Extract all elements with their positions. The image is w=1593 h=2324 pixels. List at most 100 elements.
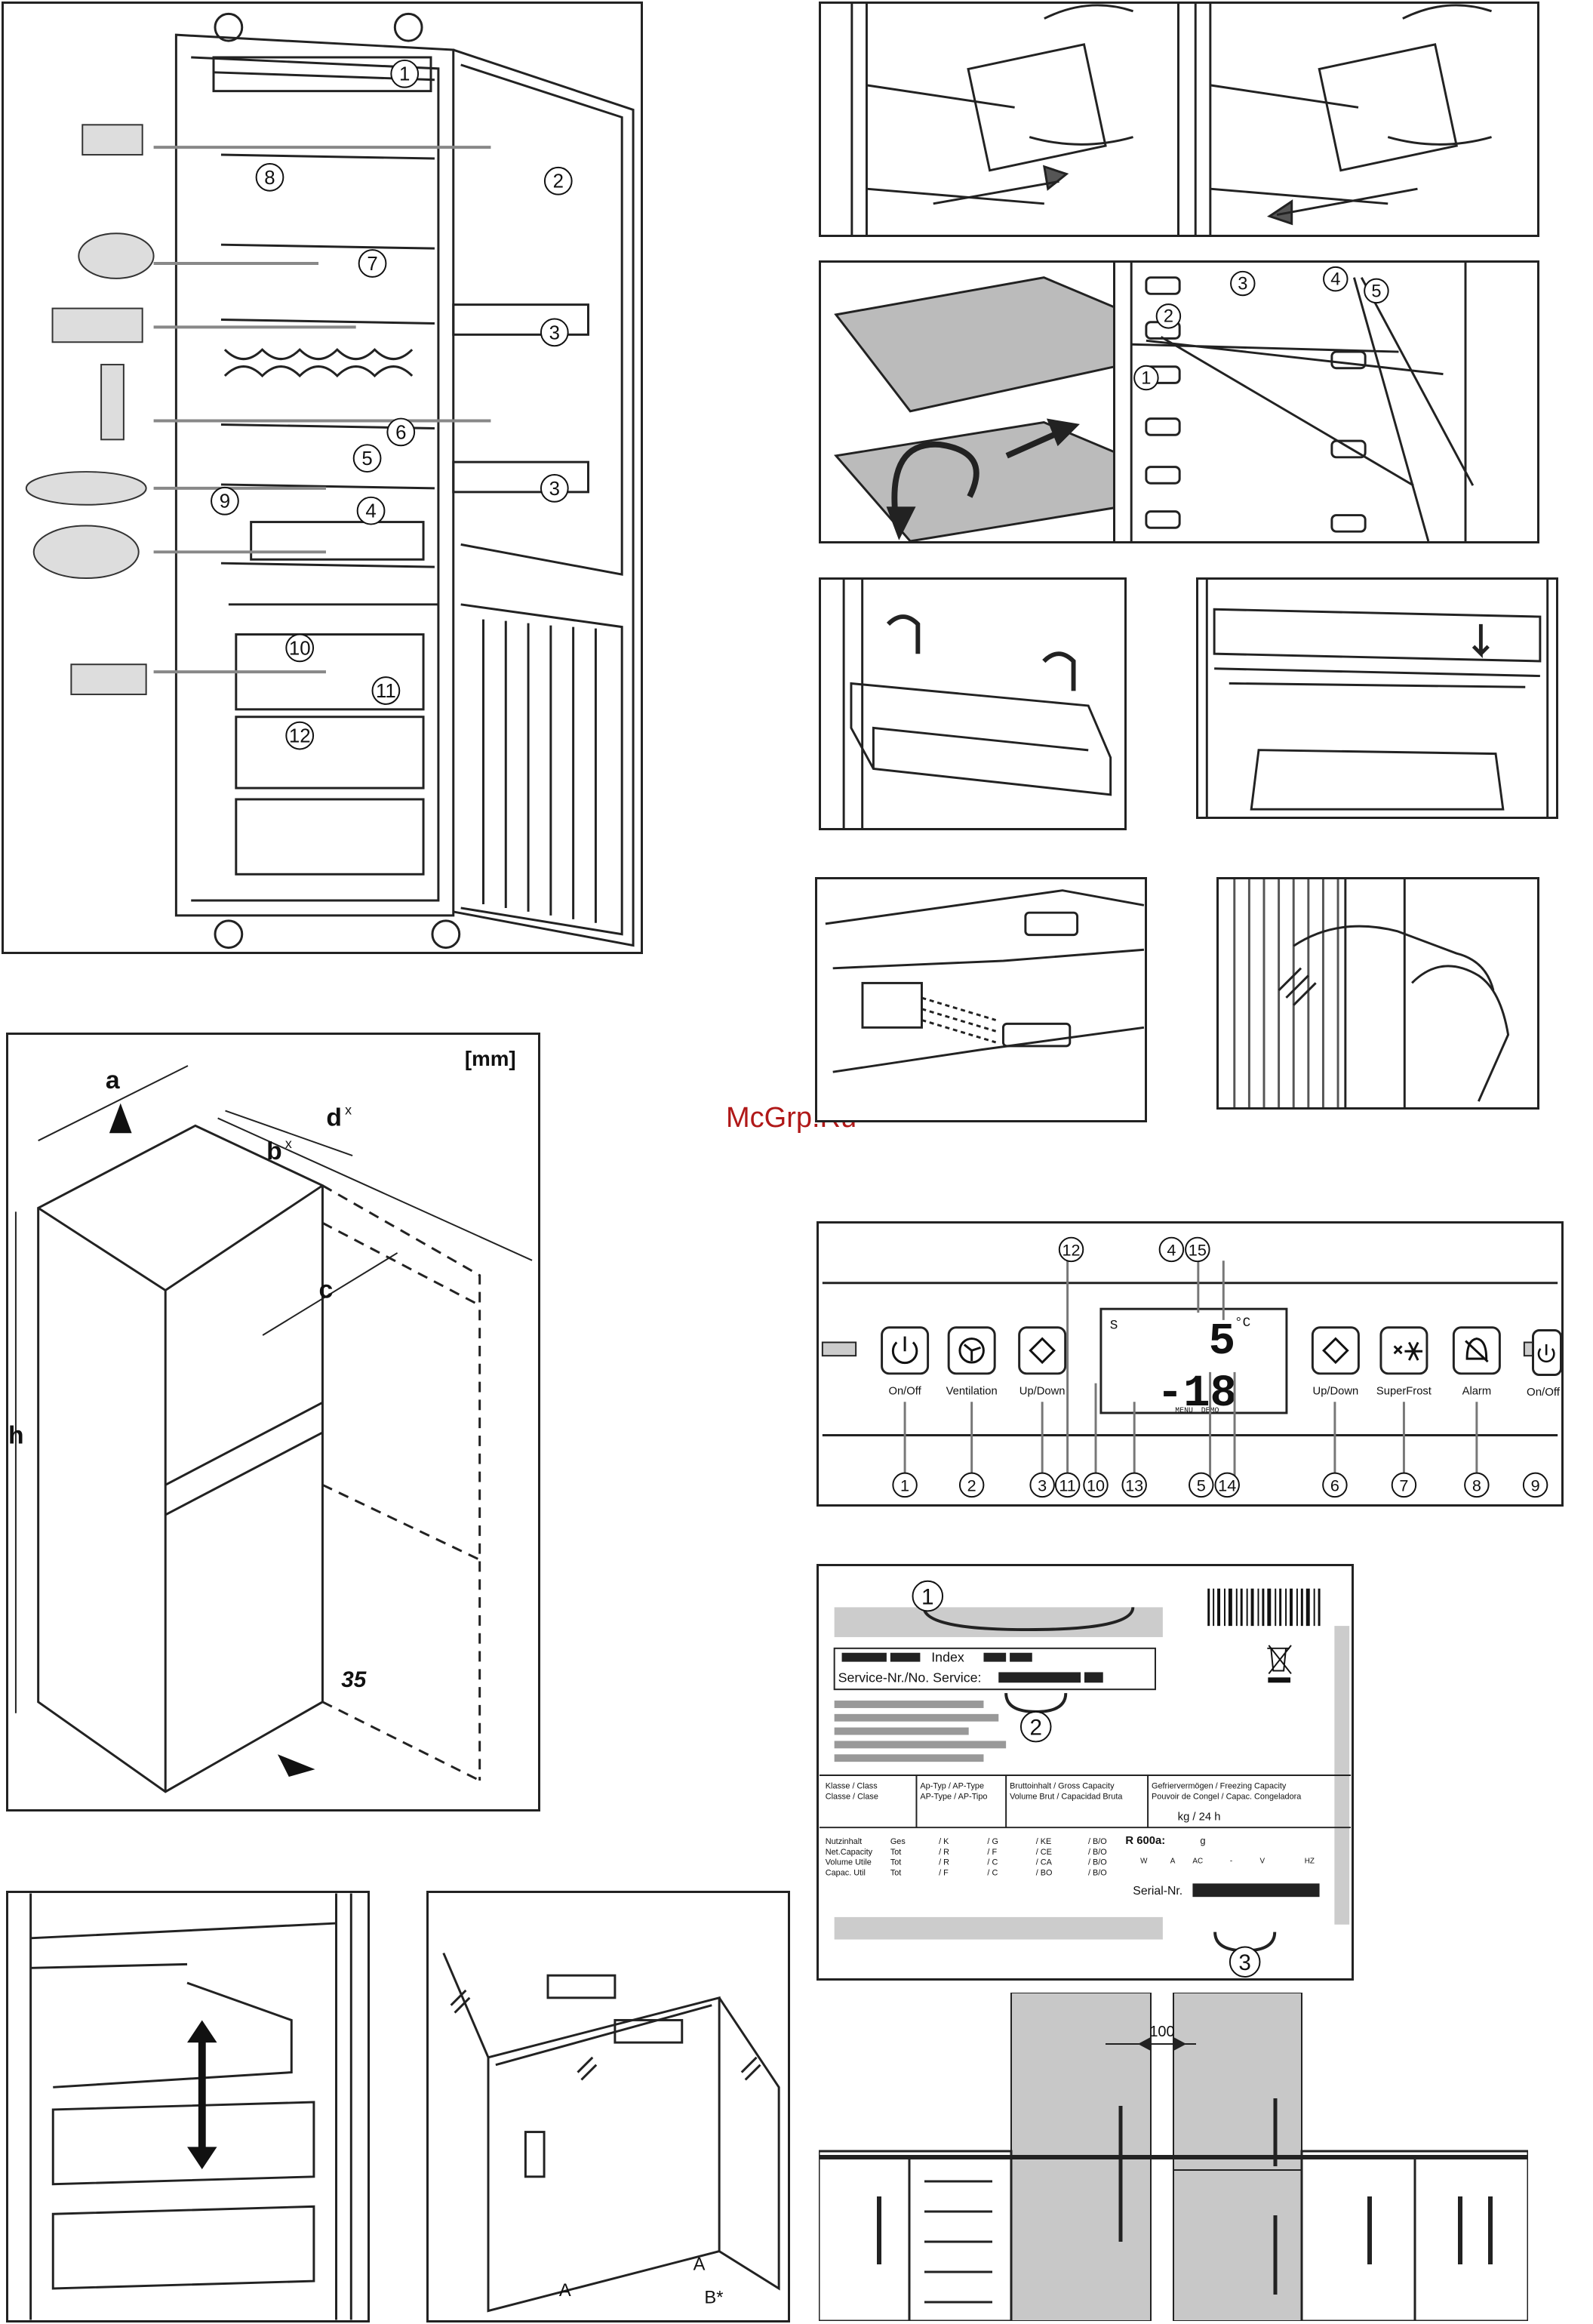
cap-r3-c3: / C — [987, 1869, 998, 1878]
btn-label-ventilation: Ventilation — [946, 1385, 998, 1397]
dimensions-panel: [mm] a b x c d x h 35 — [6, 1033, 540, 1811]
shelf-callout-4: 4 — [1330, 270, 1340, 290]
cap-r3-c0: Capac. Util — [826, 1869, 866, 1878]
cap-r2-c3: / C — [987, 1858, 998, 1867]
cap-r1-c3: / F — [987, 1848, 997, 1857]
callout-10: 10 — [289, 638, 311, 659]
cap-r0-c3: / G — [987, 1837, 998, 1846]
door-label-a-right: A — [693, 2255, 706, 2274]
elec-w: W — [1140, 1858, 1148, 1866]
up-down-icon — [1029, 1337, 1056, 1365]
display-unit: °C — [1235, 1316, 1250, 1331]
cp-callout-5: 5 — [1197, 1476, 1206, 1494]
shelf-callout-2: 2 — [1164, 307, 1173, 327]
display-lower: -18 — [1157, 1368, 1237, 1419]
rating-plate-panel: Index Service-Nr./No. Service: Klasse / … — [816, 1564, 1354, 1981]
door-reverse-panel: A A B* — [426, 1891, 790, 2322]
dimensions-drawing: [mm] a b x c d x h 35 — [8, 1047, 533, 1793]
defrost-panel — [1216, 877, 1539, 1110]
btn-label-onoff-left: On/Off — [889, 1385, 922, 1397]
cap-r1-c4: / CE — [1036, 1848, 1052, 1857]
cap-r2-c5: / B/O — [1088, 1858, 1107, 1867]
control-panel-drawing: On/Off Ventilation Up/Down Up/Down Super… — [821, 1236, 1559, 1498]
shelf-remove-drawing: 1 2 3 4 5 — [1130, 263, 1475, 541]
drawer-swap-panel — [819, 2, 1181, 237]
plate-head-type-2: AP-Type / AP-Tipo — [920, 1793, 987, 1802]
display-upper: 5 — [1209, 1316, 1235, 1367]
cp-callout-11: 11 — [1059, 1476, 1075, 1494]
door-label-b: B* — [704, 2289, 723, 2308]
cp-callout-9: 9 — [1531, 1476, 1540, 1494]
drawer-swap-left-drawing — [850, 4, 1134, 235]
fan-icon — [958, 1337, 985, 1364]
shelf-tilt-panel — [819, 260, 1117, 543]
callout-7: 7 — [367, 254, 377, 275]
btn-label-updown-right: Up/Down — [1313, 1385, 1359, 1397]
installation-drawing: 100 — [819, 1993, 1528, 2321]
cap-r3-c5: / B/O — [1088, 1869, 1107, 1878]
plate-head-freeze-1: Gefriervermögen / Freezing Capacity — [1152, 1782, 1287, 1791]
callout-2: 2 — [553, 171, 564, 192]
dim-dx: x — [345, 1102, 352, 1117]
fridge-overview-drawing: 1 2 3 3 4 5 6 7 8 9 10 11 12 — [25, 12, 635, 950]
plate-refrigerant: R 600a: — [1125, 1835, 1165, 1847]
elec-v: V — [1259, 1858, 1265, 1866]
btn-label-onoff-right: On/Off — [1527, 1386, 1560, 1399]
callout-5: 5 — [361, 448, 372, 469]
cp-callout-4: 4 — [1167, 1240, 1176, 1259]
btn-label-superfrost: SuperFrost — [1376, 1385, 1432, 1397]
cap-r0-c0: Nutzinhalt — [826, 1837, 862, 1846]
callout-11: 11 — [376, 681, 396, 702]
defrost-drawing — [1233, 879, 1510, 1107]
up-down-icon — [1322, 1337, 1349, 1365]
dim-bx: x — [285, 1136, 292, 1151]
dim-gap: 35 — [341, 1667, 367, 1692]
dim-d: d — [326, 1103, 342, 1131]
alarm-icon — [1465, 1337, 1489, 1363]
cp-callout-6: 6 — [1330, 1476, 1339, 1494]
cap-r1-c2: / R — [939, 1848, 949, 1857]
cap-r2-c1: Tot — [890, 1858, 902, 1867]
plate-head-class-1: Klasse / Class — [826, 1782, 878, 1791]
cp-callout-15: 15 — [1189, 1240, 1207, 1259]
plate-refrigerant-unit: g — [1200, 1835, 1205, 1846]
plate-head-freeze-2: Pouvoir de Congel / Capac. Congeladora — [1152, 1793, 1302, 1802]
cap-r0-c4: / KE — [1036, 1837, 1052, 1846]
crisper-cover-panel — [1196, 577, 1558, 819]
plate-index: Index — [931, 1650, 964, 1665]
fridge-overview-panel: 1 2 3 3 4 5 6 7 8 9 10 11 12 — [2, 2, 643, 954]
control-panel: On/Off Ventilation Up/Down Up/Down Super… — [816, 1221, 1564, 1507]
shelf-tilt-drawing — [833, 276, 1115, 541]
callout-1: 1 — [399, 64, 410, 85]
power-button-right[interactable] — [1532, 1329, 1561, 1376]
callout-3b: 3 — [549, 479, 560, 500]
cap-r0-c1: Ges — [890, 1837, 906, 1846]
dim-h: h — [8, 1421, 24, 1450]
elec-ac: AC — [1192, 1858, 1203, 1866]
cap-r2-c0: Volume Utile — [826, 1858, 872, 1867]
install-gap-label: 100 — [1149, 2024, 1174, 2040]
cp-callout-8: 8 — [1472, 1476, 1481, 1494]
callout-3a: 3 — [549, 322, 560, 343]
display-s: S — [1110, 1319, 1118, 1334]
plate-serial: Serial-Nr. — [1133, 1885, 1182, 1898]
plate-kg24: kg / 24 h — [1178, 1811, 1221, 1823]
shelf-callout-3: 3 — [1238, 274, 1247, 294]
cp-callout-7: 7 — [1399, 1476, 1408, 1494]
shelf-callout-1: 1 — [1141, 368, 1151, 388]
cap-r2-c4: / CA — [1036, 1858, 1053, 1867]
cap-r1-c0: Net.Capacity — [826, 1848, 873, 1857]
installation-diagram: 100 — [819, 1993, 1528, 2321]
cp-callout-2: 2 — [967, 1476, 976, 1494]
callout-6: 6 — [395, 422, 406, 443]
callout-8: 8 — [264, 168, 275, 189]
cap-r3-c4: / BO — [1036, 1869, 1053, 1878]
plate-callout-1: 1 — [921, 1584, 934, 1609]
drawer-swap-right-drawing — [1194, 4, 1493, 235]
cp-callout-1: 1 — [900, 1476, 909, 1494]
cp-callout-12: 12 — [1063, 1240, 1081, 1259]
cap-r3-c2: / F — [939, 1869, 949, 1878]
door-reverse-drawing: A A B* — [442, 1952, 780, 2313]
shelf-callout-5: 5 — [1371, 282, 1381, 301]
divider-drawing — [825, 889, 1145, 1073]
